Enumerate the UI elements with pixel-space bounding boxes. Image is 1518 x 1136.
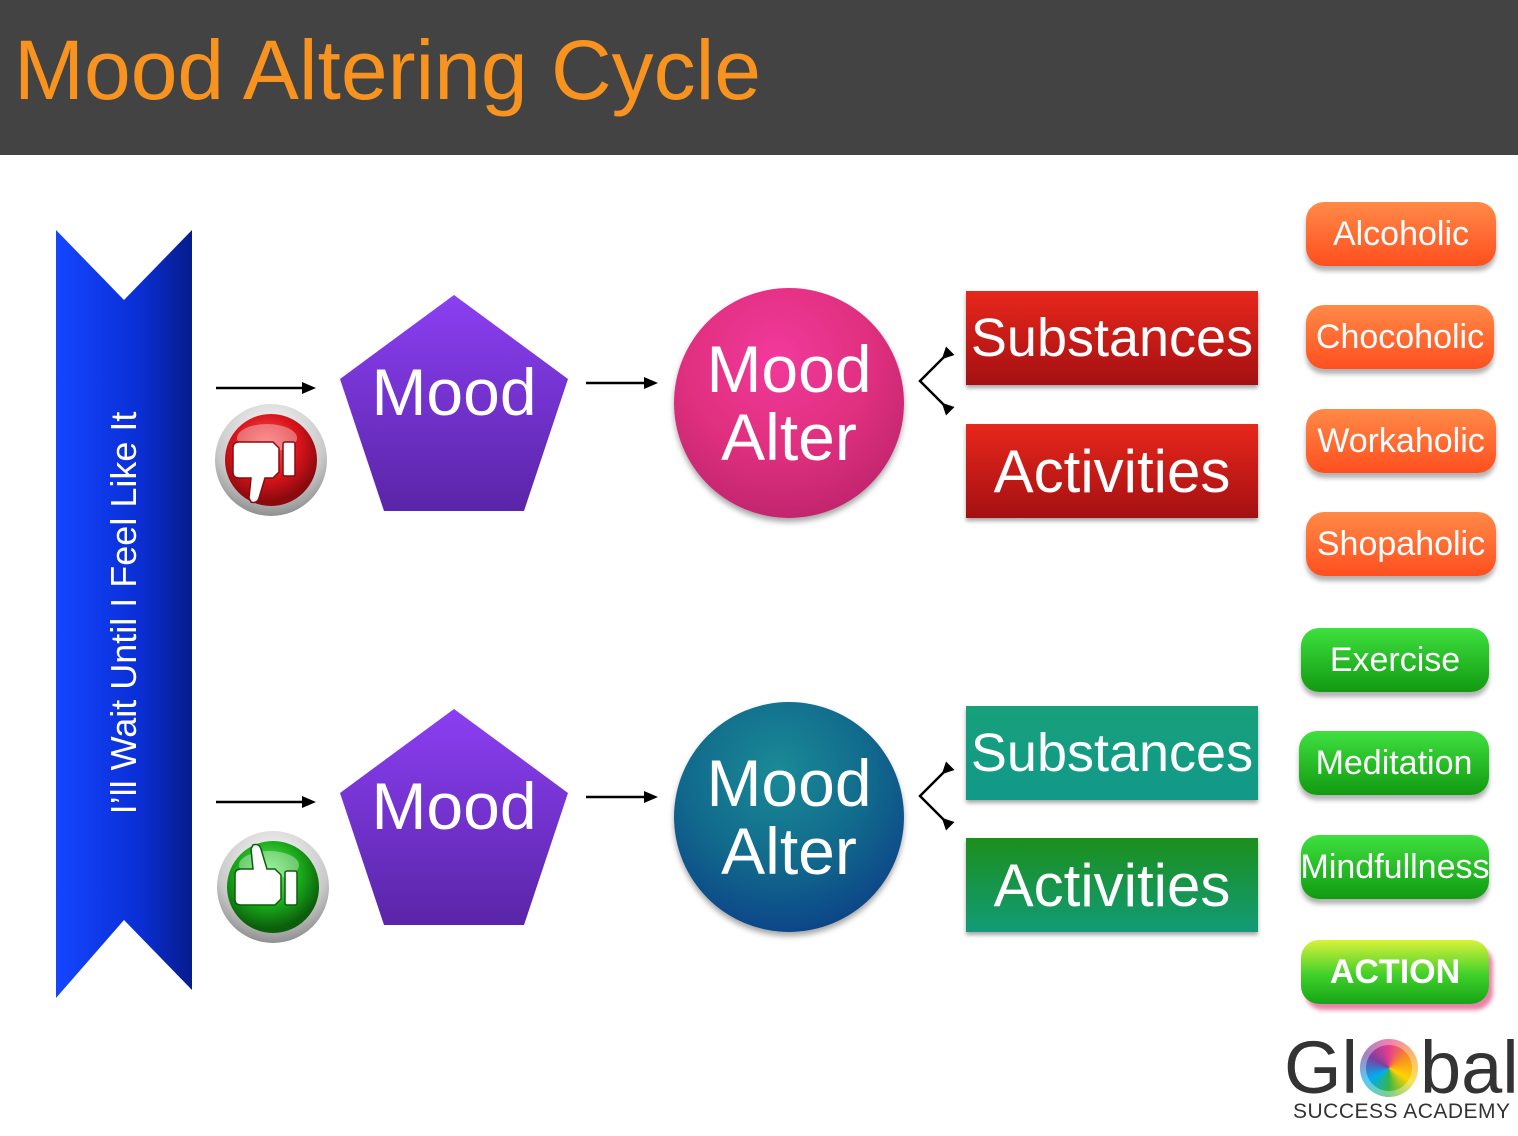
mood-pentagon-bottom [340,709,568,925]
mood-alter-line1-bottom: Mood [706,746,872,820]
thumbs-up-icon [217,831,329,943]
banner-text: I’ll Wait Until I Feel Like It [103,411,144,815]
mood-pentagon-top [340,295,568,511]
substances-box-bottom: Substances [966,706,1258,800]
mood-alter-circle-bottom: Mood Alter [674,702,904,932]
mood-alter-line2-top: Alter [721,400,857,474]
logo-word-part2: bal [1420,1026,1518,1109]
pill-alcoholic: Alcoholic [1306,202,1496,266]
arrow-to-mood-bottom [216,796,316,808]
arrow-to-alter-bottom [586,791,658,803]
activities-box-top: Activities [966,424,1258,518]
pill-action: ACTION [1301,940,1489,1004]
fingerprint-icon [1360,1039,1418,1097]
mood-alter-line1-top: Mood [706,332,872,406]
pill-meditation: Meditation [1299,731,1489,795]
side-banner [56,230,192,998]
mood-alter-circle-top: Mood Alter [674,288,904,518]
page-title: Mood Altering Cycle [14,23,762,117]
fork-arrow-top [918,346,955,416]
fork-arrow-bottom [918,761,955,831]
arrow-to-alter-top [586,377,658,389]
substances-box-top: Substances [966,291,1258,385]
pill-chocoholic: Chocoholic [1306,305,1494,369]
mood-label-bottom: Mood [371,769,537,843]
activities-box-bottom: Activities [966,838,1258,932]
mood-label-top: Mood [371,355,537,429]
mood-alter-line2-bottom: Alter [721,814,857,888]
pill-shopaholic: Shopaholic [1306,512,1496,576]
logo-subtitle: SUCCESS ACADEMY [1293,1100,1511,1123]
pill-mindfullness: Mindfullness [1301,835,1490,899]
logo-word-part1: Gl [1284,1026,1358,1109]
pill-exercise: Exercise [1301,628,1489,692]
pill-workaholic: Workaholic [1306,409,1496,473]
thumbs-down-icon [215,404,327,516]
arrow-to-mood-top [216,382,316,394]
title-bar: Mood Altering Cycle [0,0,1518,155]
